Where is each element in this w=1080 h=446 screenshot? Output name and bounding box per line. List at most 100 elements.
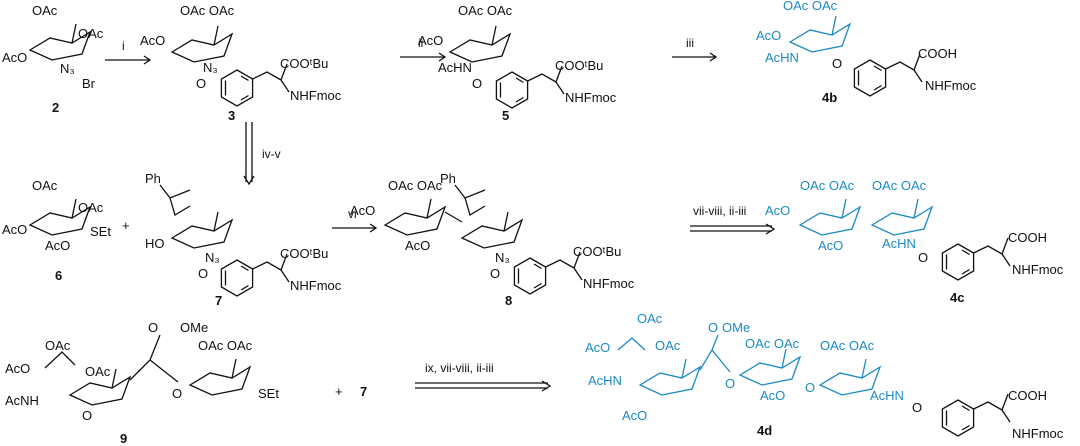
group-oac: OAc (637, 311, 663, 326)
group-cootbu: COOᵗBu (555, 58, 603, 73)
group-o: O (82, 408, 92, 423)
group-oac: OAc OAc (180, 3, 235, 18)
compound-6: OAc OAc AcO AcO SEt 6 (2, 178, 111, 283)
compound-8: OAc OAc AcO AcO Ph N₃ O COOᵗBu NHFmoc 8 (350, 171, 635, 308)
group-n3: N₃ (203, 60, 218, 75)
group-oac: OAc (32, 3, 58, 18)
compound-label: 7 (215, 293, 222, 308)
group-oac: OAc (655, 338, 681, 353)
group-oac: OAc OAc (872, 178, 927, 193)
group-o: O (725, 376, 735, 391)
compound-2: OAc OAc AcO N₃ Br 2 (2, 3, 104, 115)
group-o: O (708, 320, 718, 335)
group-o: O (832, 56, 842, 71)
compound-4b: OAc OAc AcO AcHN O O COOH NHFmoc 4b (756, 0, 977, 105)
reagent-label: ii (418, 36, 423, 50)
group-nhfmoc: NHFmoc (1012, 426, 1064, 441)
group-o: O (805, 380, 815, 395)
group-cootbu: COOᵗBu (280, 56, 328, 71)
group-set: SEt (258, 386, 279, 401)
group-achn: AcHN (588, 373, 622, 388)
group-oac: OAc OAc (388, 178, 443, 193)
group-aco: AcO (2, 222, 27, 237)
group-aco: AcO (756, 28, 781, 43)
group-o: O (196, 76, 206, 91)
compound-4d: AcO OAc OAc AcHN AcO O OMe OAc OAc O AcO… (585, 311, 1064, 441)
compound-9: OAc AcO OAc AcNH O O OMe OAc OAc O SEt 9 (5, 320, 279, 446)
compound-7-reference: 7 (360, 384, 367, 399)
group-cootbu: COOᵗBu (573, 244, 621, 259)
group-aco: AcO (622, 408, 647, 423)
group-o: O (918, 250, 928, 265)
group-ho: HO (145, 236, 165, 251)
group-aco: AcO (418, 33, 443, 48)
group-oac: OAc OAc (783, 0, 838, 13)
group-br: Br (82, 76, 96, 91)
group-o: O (172, 386, 182, 401)
compound-4c: OAc OAc AcO AcO OAc OAc AcHN O COOH NHFm… (765, 178, 1064, 305)
compound-label: 9 (120, 431, 127, 446)
group-nhfmoc: NHFmoc (290, 278, 342, 293)
group-ph: Ph (145, 171, 161, 186)
group-aco: AcO (2, 50, 27, 65)
group-cooh: COOH (1008, 388, 1047, 403)
compound-5: OAc OAc AcO AcHN O COOᵗBu NHFmoc 5 (418, 3, 617, 123)
group-oac: OAc (32, 178, 58, 193)
group-acnh: AcNH (5, 393, 39, 408)
compound-7: Ph HO N₃ O COOᵗBu NHFmoc 7 (145, 171, 342, 308)
group-achn: AcHN (870, 388, 904, 403)
arrow-vi: vi (332, 207, 378, 233)
group-n3: N₃ (495, 250, 510, 265)
group-nhfmoc: NHFmoc (290, 88, 342, 103)
group-cootbu: COOᵗBu (280, 246, 328, 261)
group-ome: OMe (180, 320, 208, 335)
plus-sign: + (122, 218, 130, 233)
reagent-label: iv-v (262, 147, 281, 161)
compound-label: 3 (228, 108, 235, 123)
group-nhfmoc: NHFmoc (565, 90, 617, 105)
group-aco: AcO (765, 203, 790, 218)
arrow-ix: ix, vii-viii, ii-iii (415, 361, 552, 392)
arrow-i: i (105, 39, 152, 65)
reagent-label: ix, vii-viii, ii-iii (425, 361, 494, 375)
group-aco: AcO (585, 340, 610, 355)
plus-sign: + (335, 384, 343, 399)
compound-label: 5 (502, 108, 509, 123)
group-aco: AcO (45, 238, 70, 253)
compound-3: OAc OAc AcO N₃ O COOᵗBu NHFmoc 3 (140, 3, 342, 123)
compound-label: 8 (505, 293, 512, 308)
group-o: O (912, 400, 922, 415)
group-aco: AcO (760, 388, 785, 403)
arrow-ii: ii (400, 36, 447, 62)
arrow-vii-iii: vii-viii, ii-iii (690, 204, 776, 235)
group-cooh: COOH (918, 46, 957, 61)
group-cooh: COOH (1008, 230, 1047, 245)
group-o: O (148, 320, 158, 335)
group-achn: AcHN (882, 236, 916, 251)
compound-label: 4c (950, 290, 964, 305)
group-o: O (490, 266, 500, 281)
group-oac: OAc (78, 200, 104, 215)
group-ome: OMe (722, 320, 750, 335)
group-oac: OAc (85, 364, 111, 379)
group-oac: OAc OAc (820, 338, 875, 353)
group-oac: OAc (45, 338, 71, 353)
group-aco: AcO (5, 361, 30, 376)
group-achn: AcHN (765, 50, 799, 65)
compound-label: 4b (822, 90, 837, 105)
compound-label: 6 (55, 268, 62, 283)
arrow-iv-v: iv-v (243, 122, 281, 186)
group-oac: OAc (78, 26, 104, 41)
group-o: O (198, 266, 208, 281)
group-nhfmoc: NHFmoc (925, 78, 977, 93)
group-achn: AcHN (438, 60, 472, 75)
compound-label: 4d (757, 423, 772, 438)
group-o: O (472, 76, 482, 91)
arrow-iii: iii (672, 36, 718, 62)
group-oac: OAc OAc (198, 338, 253, 353)
group-ph: Ph (440, 171, 456, 186)
group-set: SEt (90, 224, 111, 239)
group-oac: OAc OAc (800, 178, 855, 193)
group-aco: AcO (140, 33, 165, 48)
